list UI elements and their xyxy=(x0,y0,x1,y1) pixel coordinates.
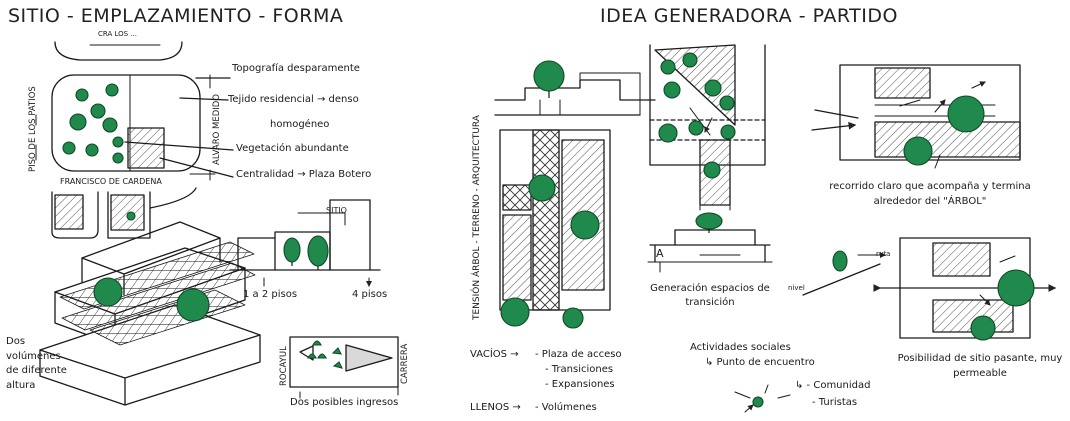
street-entry-left: ROCAYUL xyxy=(279,346,289,386)
small-mark: A xyxy=(656,247,664,260)
label-transition-spaces: Generación espacios de transición xyxy=(650,283,770,308)
label-topography: Topografía desparamente xyxy=(232,63,360,74)
social-item: ↳ Punto de encuentro xyxy=(705,357,815,368)
label-heights-high: 4 pisos xyxy=(352,289,388,300)
entries-diagram xyxy=(289,336,399,399)
transition-plan xyxy=(647,44,773,273)
label-entries: Dos posibles ingresos xyxy=(290,397,399,408)
label-route: recorrido claro que acompaña y termina a… xyxy=(829,181,1031,207)
social-tourists: - Turistas xyxy=(812,397,858,408)
heights-section xyxy=(229,199,381,286)
left-title: SITIO - EMPLAZAMIENTO - FORMA xyxy=(8,5,344,27)
right-title: IDEA GENERADORA - PARTIDO xyxy=(600,5,898,27)
axonometric-volumes xyxy=(39,221,261,406)
meeting-arrows xyxy=(734,384,791,413)
street-bottom: FRANCISCO DE CARDENA xyxy=(60,177,162,186)
street-right: ALVARO MEDIDO xyxy=(212,94,222,165)
voids-item-3: - Expansiones xyxy=(545,379,615,390)
route-tag: ruta xyxy=(876,250,891,258)
label-homogeneous: homogéneo xyxy=(270,119,330,130)
tension-section xyxy=(499,129,611,311)
label-centrality: Centralidad → Plaza Botero xyxy=(236,169,372,180)
route-plan xyxy=(811,64,1021,169)
voids-title: VACÍOS → xyxy=(470,349,519,360)
tree-plan-top xyxy=(494,72,656,116)
label-site: SITIO xyxy=(326,206,347,215)
label-heights-low: 1 a 2 pisos xyxy=(243,289,298,300)
voids-item-2: - Transiciones xyxy=(545,364,614,375)
fills-item: - Volúmenes xyxy=(535,402,597,413)
label-tension: TENSIÓN ÁRBOL - TERRENO - ARQUITECTURA xyxy=(472,115,482,320)
street-left: PISO DE LOS PATIOS xyxy=(28,86,38,172)
fills-title: LLENOS → xyxy=(470,402,521,413)
street-top: CRA LOS ... xyxy=(98,30,137,38)
side-mark: nivel xyxy=(788,284,805,292)
social-community: ↳ - Comunidad xyxy=(795,380,871,391)
site-plan xyxy=(35,41,234,239)
street-entry-right: CARRERA xyxy=(400,343,410,384)
label-volumes: Dos volúmenes de diferente altura xyxy=(6,336,67,391)
social-title: Actividades sociales xyxy=(690,342,791,353)
tree-icon xyxy=(62,52,1035,408)
label-site-possibility: Posibilidad de sitio pasante, muy permea… xyxy=(897,353,1063,379)
label-vegetation: Vegetación abundante xyxy=(236,143,349,154)
label-fabric: Tejido residencial → denso xyxy=(228,94,359,105)
voids-item-1: - Plaza de acceso xyxy=(535,349,622,360)
